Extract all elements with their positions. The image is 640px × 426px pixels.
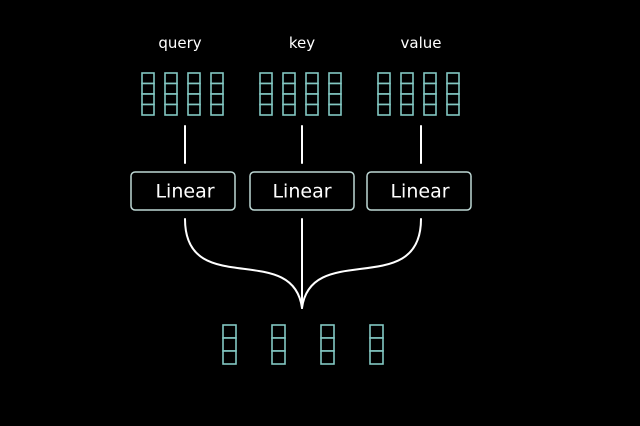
key-vector xyxy=(259,72,273,116)
query-cell xyxy=(187,93,201,106)
query-cell xyxy=(164,82,178,95)
output-cell xyxy=(222,350,237,365)
value-cell xyxy=(423,82,437,95)
key-cell xyxy=(282,93,296,106)
query-cell xyxy=(164,103,178,116)
query-cell xyxy=(187,103,201,116)
value-vector xyxy=(446,72,460,116)
key-cell xyxy=(259,82,273,95)
value-cell xyxy=(377,72,391,85)
key-cell xyxy=(305,82,319,95)
query-cell xyxy=(141,82,155,95)
key-cell xyxy=(259,103,273,116)
value-linear-layer: Linear xyxy=(366,171,472,211)
key-cell xyxy=(305,93,319,106)
query-label: query xyxy=(158,34,201,52)
value-cell xyxy=(446,103,460,116)
output-cell xyxy=(271,350,286,365)
output-cell xyxy=(320,337,335,352)
value-cell xyxy=(423,93,437,106)
query-cell xyxy=(210,72,224,85)
key-cell xyxy=(259,72,273,85)
output-cell xyxy=(369,324,384,339)
value-vector xyxy=(400,72,414,116)
query-vector xyxy=(187,72,201,116)
output-cell xyxy=(369,350,384,365)
key-cell xyxy=(282,72,296,85)
value-cell xyxy=(400,72,414,85)
key-vector xyxy=(328,72,342,116)
value-cell xyxy=(377,93,391,106)
output-cell xyxy=(271,337,286,352)
value-cell xyxy=(377,82,391,95)
key-vector xyxy=(282,72,296,116)
query-vector xyxy=(164,72,178,116)
key-cell xyxy=(305,72,319,85)
key-cell xyxy=(305,103,319,116)
value-linear-box xyxy=(366,171,472,211)
value-vector xyxy=(423,72,437,116)
key-matrix xyxy=(259,72,342,116)
key-vector xyxy=(305,72,319,116)
query-cell xyxy=(164,72,178,85)
output-vectors xyxy=(222,324,384,365)
query-cell xyxy=(187,72,201,85)
value-cell xyxy=(446,82,460,95)
key-cell xyxy=(328,72,342,85)
key-cell xyxy=(328,82,342,95)
key-linear-label: Linear xyxy=(272,181,331,203)
value-cell xyxy=(377,103,391,116)
value-merge-curve xyxy=(301,218,422,309)
output-cell xyxy=(222,337,237,352)
key-label: key xyxy=(289,34,315,52)
value-linear-label: Linear xyxy=(390,181,449,203)
key-cell xyxy=(328,103,342,116)
value-cell xyxy=(400,82,414,95)
query-linear-box xyxy=(130,171,236,211)
value-cell xyxy=(446,93,460,106)
query-cell xyxy=(210,103,224,116)
key-cell xyxy=(259,93,273,106)
query-merge-curve xyxy=(184,218,303,309)
query-cell xyxy=(141,93,155,106)
query-cell xyxy=(164,93,178,106)
key-cell xyxy=(328,93,342,106)
output-cell xyxy=(271,324,286,339)
key-cell xyxy=(282,82,296,95)
value-vector xyxy=(377,72,391,116)
query-cell xyxy=(141,72,155,85)
output-cell xyxy=(320,324,335,339)
query-vector xyxy=(210,72,224,116)
value-label: value xyxy=(401,34,442,52)
output-vector xyxy=(222,324,237,365)
query-linear-label: Linear xyxy=(155,181,214,203)
query-cell xyxy=(187,82,201,95)
value-cell xyxy=(423,72,437,85)
value-cell xyxy=(423,103,437,116)
output-vector xyxy=(271,324,286,365)
output-vector xyxy=(369,324,384,365)
query-linear-layer: Linear xyxy=(130,171,236,211)
query-vector xyxy=(141,72,155,116)
key-linear-layer: Linear xyxy=(249,171,355,211)
value-cell xyxy=(446,72,460,85)
value-cell xyxy=(400,103,414,116)
query-matrix xyxy=(141,72,224,116)
key-linear-box xyxy=(249,171,355,211)
output-cell xyxy=(222,324,237,339)
value-cell xyxy=(400,93,414,106)
output-vector xyxy=(320,324,335,365)
query-cell xyxy=(141,103,155,116)
query-cell xyxy=(210,82,224,95)
key-cell xyxy=(282,103,296,116)
value-matrix xyxy=(377,72,460,116)
query-cell xyxy=(210,93,224,106)
output-cell xyxy=(320,350,335,365)
output-cell xyxy=(369,337,384,352)
